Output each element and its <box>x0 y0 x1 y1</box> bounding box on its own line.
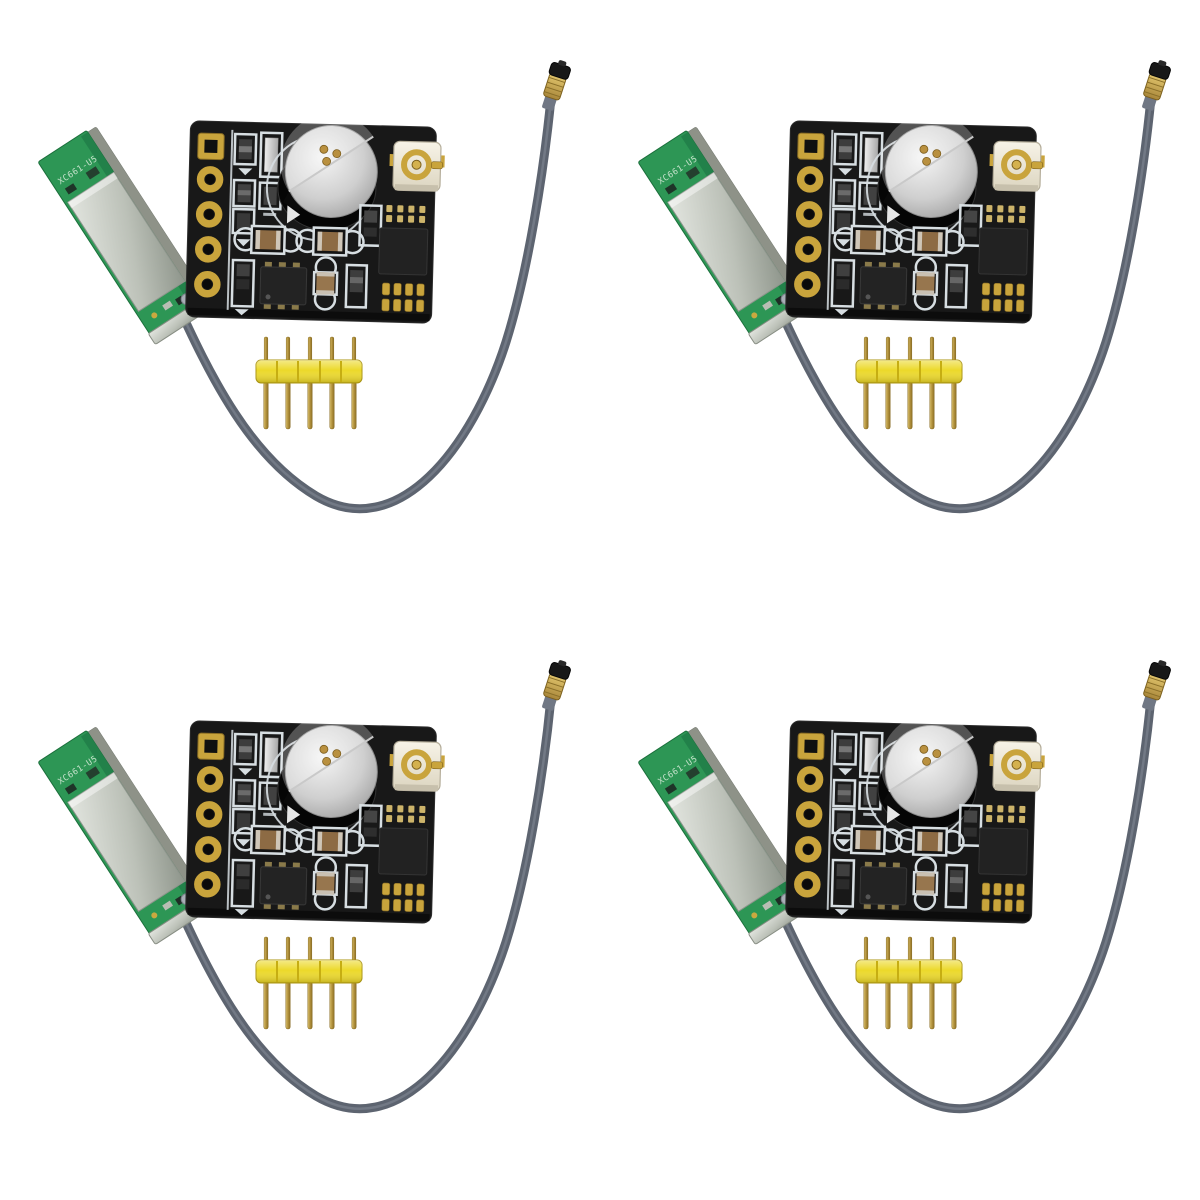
kit-photo-1 <box>0 0 600 600</box>
kit-photo-4 <box>600 600 1200 1200</box>
kit-illustration <box>0 0 600 600</box>
kit-illustration <box>600 600 1200 1200</box>
kit-illustration <box>600 0 1200 600</box>
kit-photo-2 <box>600 0 1200 600</box>
kit-photo-3 <box>0 600 600 1200</box>
kit-illustration <box>0 600 600 1200</box>
